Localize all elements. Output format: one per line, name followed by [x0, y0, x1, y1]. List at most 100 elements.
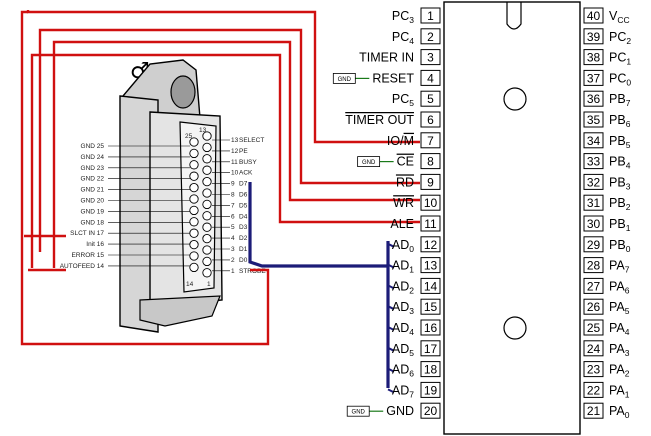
bus-tap — [387, 346, 395, 352]
connector-left-label: GND 23 — [81, 165, 105, 172]
connector-pin-hole — [189, 137, 199, 147]
wire-strobe — [20, 10, 270, 346]
pin-number: 27 — [587, 279, 601, 293]
pin-number-14: 14 — [186, 281, 194, 288]
connector-left-label: GND 25 — [81, 143, 105, 150]
pin-number: 20 — [424, 404, 438, 418]
connector-right-num: 2 — [231, 257, 235, 264]
pin-box — [583, 215, 604, 232]
bus-tap — [387, 284, 395, 290]
pin-number-13: 13 — [199, 127, 207, 134]
pin-box — [583, 194, 604, 211]
red-wires — [20, 10, 420, 346]
pin-box — [583, 69, 604, 86]
connector-right-num: 11 — [231, 159, 238, 166]
chip-body — [443, 1, 581, 435]
pin-label: RD — [396, 175, 414, 189]
pin-label: PB0 — [609, 238, 631, 254]
pin-box — [420, 257, 441, 274]
connector-right-label: STROBE — [239, 268, 266, 275]
pin-box — [420, 277, 441, 294]
pin-label: AD6 — [392, 363, 414, 379]
pin-label: PC0 — [609, 71, 631, 87]
pin-label: RESET — [372, 71, 414, 85]
connector-right-label: D5 — [239, 202, 248, 209]
connector-pin-hole — [202, 142, 212, 153]
pin-box — [583, 132, 604, 149]
pin-label: PB5 — [609, 134, 631, 150]
connector-pin-hole — [202, 222, 212, 232]
pin-number: 14 — [424, 279, 438, 293]
chip-mark-top — [503, 87, 527, 111]
pin-label: PA1 — [609, 383, 630, 399]
pin-number: 29 — [587, 238, 601, 252]
connector-pin-hole — [202, 165, 212, 175]
pin-label: PB7 — [609, 92, 631, 108]
pin-label: PB3 — [609, 175, 631, 191]
connector-left-label: GND 21 — [81, 187, 105, 194]
pin-number: 32 — [587, 175, 601, 189]
connector-pin-hole — [189, 228, 199, 238]
connector-right-label: D2 — [239, 235, 248, 242]
connector-pin-hole — [189, 148, 199, 159]
pin-box — [420, 90, 441, 107]
connector-left-label: Init 16 — [86, 241, 104, 248]
pin-box — [420, 69, 441, 86]
pin-number: 18 — [424, 363, 438, 377]
pin-box — [420, 132, 441, 149]
chip-pin-18: 18 AD6 — [392, 361, 441, 379]
pin-number: 12 — [424, 238, 438, 252]
connector-right-num: 8 — [231, 192, 235, 199]
connector-left-label: ERROR 15 — [71, 252, 104, 259]
gnd-box — [346, 405, 370, 417]
pin-box — [583, 277, 604, 294]
pin-number-25: 25 — [185, 133, 193, 140]
pin-number: 34 — [587, 134, 601, 148]
connector-left-label: GND 20 — [81, 198, 105, 205]
pin-number: 6 — [427, 113, 434, 127]
connector-pin-hole — [189, 262, 199, 273]
connector-right-label: D1 — [239, 246, 248, 253]
pin-box — [583, 236, 604, 253]
pin-label: PB4 — [609, 155, 631, 171]
chip-pin-34: 34 PB5 — [583, 132, 631, 150]
connector-pin-hole — [202, 131, 212, 141]
pin-number: 13 — [424, 259, 438, 273]
bus-tap — [387, 388, 395, 394]
pin-box — [420, 236, 441, 253]
gnd-label: GND — [352, 410, 366, 416]
connector-right-label: D6 — [239, 192, 248, 199]
pin-label: PA2 — [609, 363, 630, 379]
gnd-box — [332, 73, 356, 84]
pin-box — [583, 173, 604, 190]
pin-number: 1 — [427, 9, 434, 23]
pin-label: PA0 — [609, 404, 630, 420]
pin-label: TIMER OUT — [345, 113, 414, 127]
pin-box — [583, 153, 604, 170]
pin-number: 7 — [427, 134, 434, 148]
connector-right-num: 6 — [231, 213, 235, 220]
pin-box — [583, 402, 604, 419]
pin-box — [583, 49, 604, 66]
connector-right-label: D0 — [239, 257, 248, 264]
connector-right-label: D3 — [239, 224, 248, 231]
connector-bottom-flange — [139, 295, 221, 327]
pin-label: PC1 — [609, 51, 631, 67]
connector-body-left — [119, 95, 159, 333]
connector-left-label: GND 19 — [81, 208, 105, 215]
chip-pin-6: 6 TIMER OUT — [345, 111, 441, 128]
